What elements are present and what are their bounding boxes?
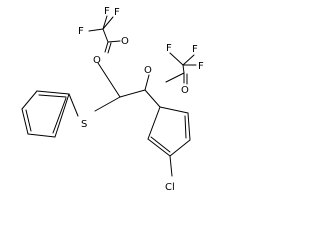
atom-label-fluorine: F xyxy=(192,44,198,55)
bond xyxy=(21,108,29,135)
right-trifluoroacetyl-group xyxy=(165,52,197,85)
structure-canvas: F F F O O F F F O O S Cl xyxy=(21,6,204,193)
atom-label-fluorine: F xyxy=(114,7,120,18)
bond xyxy=(38,94,67,98)
bond xyxy=(187,112,191,141)
bond xyxy=(182,64,185,74)
bond xyxy=(184,115,187,139)
bond xyxy=(102,16,114,30)
bond xyxy=(97,62,121,98)
bond xyxy=(182,54,195,66)
bond xyxy=(107,40,121,43)
bond xyxy=(159,106,189,114)
atom-label-fluorine: F xyxy=(166,43,172,54)
bond xyxy=(25,109,32,132)
molecule-structure: F F F O O F F F O O S Cl xyxy=(21,6,204,193)
atom-label-oxygen: O xyxy=(121,36,129,47)
atom-label-fluorine: F xyxy=(104,6,110,17)
phenyl-ring xyxy=(21,90,79,138)
bond xyxy=(147,106,161,140)
bond xyxy=(21,90,38,110)
bond xyxy=(68,93,79,117)
chlorophenyl-ring xyxy=(147,106,191,177)
central-chain xyxy=(94,62,161,112)
bond xyxy=(144,74,150,91)
atom-label-sulfur: S xyxy=(81,119,87,130)
atom-label-chlorine: Cl xyxy=(165,182,175,193)
bond xyxy=(27,133,56,138)
bond xyxy=(119,89,146,98)
atom-labels: F F F O O F F F O O S Cl xyxy=(78,6,204,193)
left-trifluoroacetyl-group xyxy=(88,15,121,54)
atom-label-oxygen: O xyxy=(144,65,152,76)
bond xyxy=(54,93,70,138)
bond xyxy=(107,42,112,54)
atom-label-fluorine: F xyxy=(78,26,84,37)
atom-label-oxygen: O xyxy=(181,85,189,96)
bond xyxy=(94,96,121,112)
bond xyxy=(104,41,109,53)
bond xyxy=(144,89,161,108)
bond xyxy=(169,139,191,157)
atom-label-fluorine: F xyxy=(198,61,204,72)
bond xyxy=(169,52,184,66)
bond xyxy=(36,90,70,95)
bond xyxy=(88,28,104,32)
bond xyxy=(169,155,173,177)
bond xyxy=(150,136,171,153)
bond xyxy=(165,72,185,83)
bond xyxy=(52,97,67,134)
atom-label-oxygen: O xyxy=(93,55,101,66)
bond xyxy=(102,15,108,30)
bond xyxy=(147,138,171,157)
bond xyxy=(102,28,109,43)
